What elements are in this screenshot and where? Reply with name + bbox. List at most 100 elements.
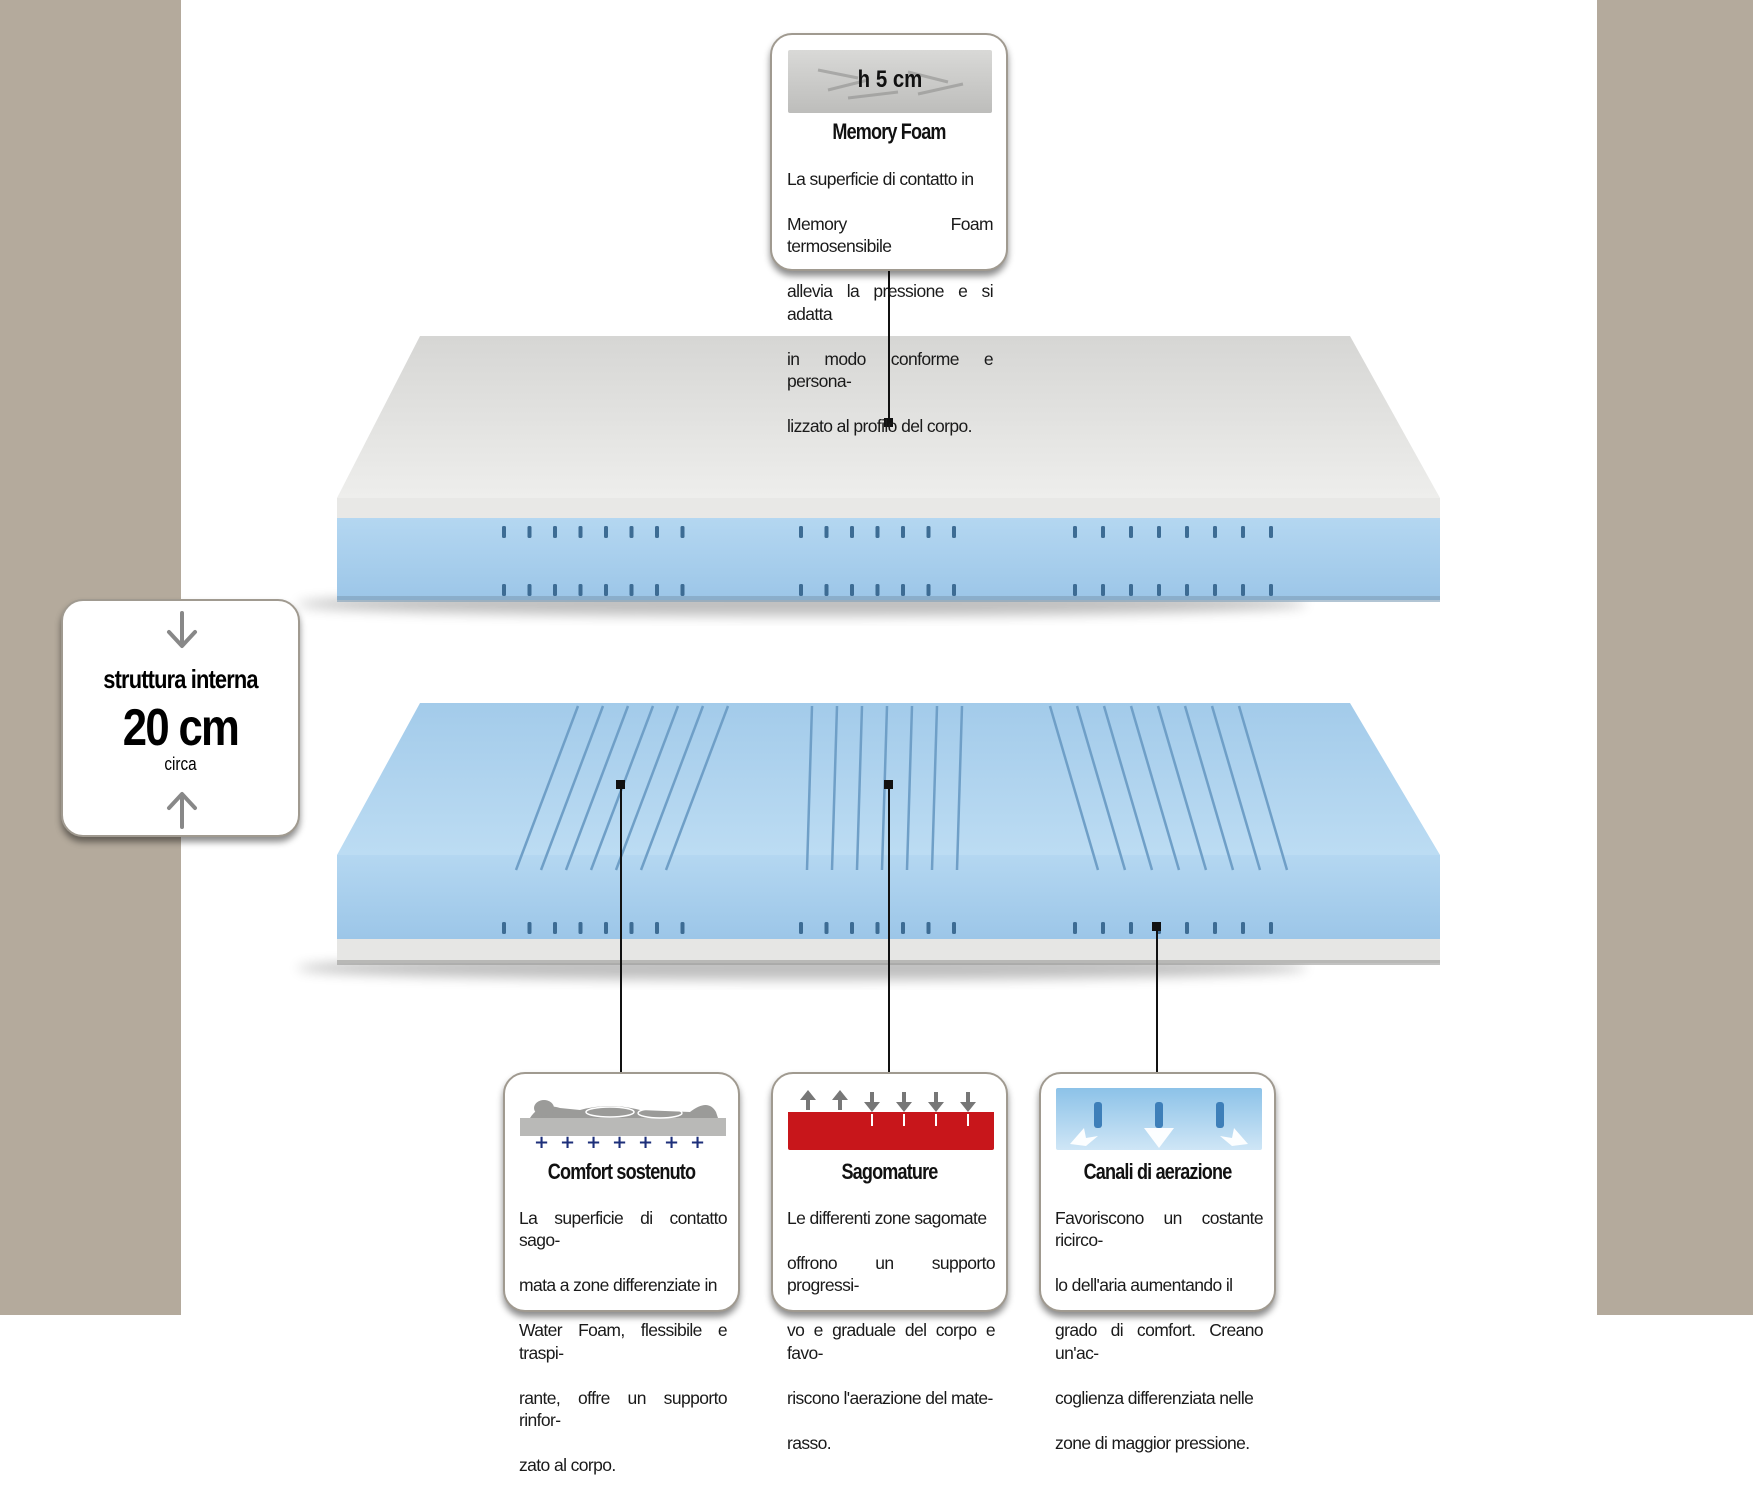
- ventilation-slit: [824, 526, 829, 538]
- ventilation-slit: [1129, 922, 1133, 934]
- ventilation-slit: [629, 526, 634, 538]
- sagomature-marker: [884, 780, 893, 789]
- ventilation-slit: [824, 584, 829, 596]
- comfort-marker: [616, 780, 625, 789]
- ventilation-slit: [1157, 584, 1161, 596]
- thickness-badge: h 5 cm: [857, 66, 923, 93]
- groove-line: [805, 705, 814, 871]
- ventilation-slit: [1269, 526, 1273, 538]
- memory-foam-description: La superficie di contatto in Memory Foam…: [787, 168, 994, 437]
- groove-line: [830, 705, 839, 871]
- svg-text:+: +: [664, 1132, 679, 1150]
- groove-line: [905, 705, 914, 871]
- comfort-leader: [620, 784, 622, 1074]
- comfort-card: + + + + + + + Comfort sostenuto La superfici…: [503, 1072, 740, 1475]
- canali-leader: [1156, 926, 1158, 1074]
- groove-line: [664, 705, 730, 871]
- sagomature-card: Sagomature Le differenti zone sagomate o…: [771, 1072, 1008, 1453]
- groove-line: [1156, 705, 1208, 871]
- ventilation-slit: [1073, 526, 1077, 538]
- ventilation-slit: [901, 922, 905, 934]
- ventilation-slit: [604, 526, 608, 538]
- ventilation-slit: [1241, 584, 1245, 596]
- ventilation-slit: [502, 922, 506, 934]
- ventilation-slit: [901, 526, 905, 538]
- ventilation-slit: [926, 526, 931, 538]
- ventilation-slit: [952, 922, 956, 934]
- groove-line: [539, 705, 605, 871]
- memory-foam-marker: [884, 418, 893, 427]
- canali-description: Favoriscono un costante ricirco- lo dell…: [1055, 1207, 1264, 1453]
- ventilation-slit: [1101, 922, 1105, 934]
- groove-line: [1183, 705, 1235, 871]
- ventilation-slit: [1241, 526, 1245, 538]
- svg-text:+: +: [586, 1132, 601, 1150]
- ventilation-slit: [655, 584, 659, 596]
- ventilation-slit: [629, 584, 634, 596]
- ventilation-slit: [850, 922, 854, 934]
- structure-value: 20 cm: [122, 699, 240, 757]
- svg-text:+: +: [534, 1132, 549, 1150]
- ventilation-slit: [926, 584, 931, 596]
- svg-text:+: +: [560, 1132, 575, 1150]
- groove-line: [1075, 705, 1127, 871]
- ventilation-slit: [1157, 526, 1161, 538]
- ventilation-slit: [527, 584, 532, 596]
- canali-marker: [1152, 922, 1161, 931]
- ventilation-slit: [875, 526, 880, 538]
- ventilation-slit: [952, 584, 956, 596]
- ventilation-slit: [1213, 526, 1217, 538]
- groove-line: [1237, 705, 1289, 871]
- comfort-description: La superficie di contatto sago- mata a z…: [519, 1207, 728, 1476]
- ventilation-slit: [952, 526, 956, 538]
- ventilation-slit: [527, 922, 532, 934]
- sagomature-title: Sagomature: [841, 1159, 938, 1184]
- airflow-icon: [1056, 1088, 1262, 1150]
- ventilation-slit: [1213, 584, 1217, 596]
- ventilation-slit: [875, 922, 880, 934]
- groove-line: [1210, 705, 1262, 871]
- ventilation-slit: [1185, 526, 1189, 538]
- comfort-title: Comfort sostenuto: [547, 1159, 696, 1184]
- ventilation-slit: [502, 584, 506, 596]
- body-on-mattress-icon: + + + + + + +: [520, 1088, 726, 1150]
- arrow-up-icon: [167, 792, 197, 829]
- ventilation-slit: [850, 526, 854, 538]
- ventilation-slit: [604, 584, 608, 596]
- ventilation-slit: [553, 922, 557, 934]
- groove-line: [1048, 705, 1100, 871]
- ventilation-slit: [1129, 584, 1133, 596]
- ventilation-slit: [1269, 584, 1273, 596]
- structure-note: circa: [164, 754, 197, 774]
- memory-foam-card: h 5 cm Memory Foam La superficie di cont…: [770, 33, 1008, 436]
- arrow-down-icon: [167, 611, 197, 648]
- ventilation-slit: [799, 584, 803, 596]
- ventilation-slit: [604, 922, 608, 934]
- groove-line: [614, 705, 680, 871]
- ventilation-slit: [1213, 922, 1217, 934]
- ventilation-slit: [1269, 922, 1273, 934]
- ventilation-slit: [553, 526, 557, 538]
- svg-text:+: +: [612, 1132, 627, 1150]
- sagomature-leader: [888, 784, 890, 1074]
- ventilation-slit: [680, 584, 685, 596]
- ventilation-slit: [680, 526, 685, 538]
- ventilation-slit: [1101, 584, 1105, 596]
- groove-line: [1102, 705, 1154, 871]
- groove-line: [514, 705, 580, 871]
- ventilation-slit: [680, 922, 685, 934]
- ventilation-slit: [655, 526, 659, 538]
- ventilation-slit: [1129, 526, 1133, 538]
- groove-line: [1129, 705, 1181, 871]
- ventilation-slit: [850, 584, 854, 596]
- ventilation-slit: [901, 584, 905, 596]
- ventilation-slit: [502, 526, 506, 538]
- structure-label: struttura interna: [103, 664, 258, 694]
- svg-text:+: +: [690, 1132, 705, 1150]
- svg-text:+: +: [638, 1132, 653, 1150]
- canali-title: Canali di aerazione: [1083, 1159, 1233, 1184]
- groove-line: [955, 705, 964, 871]
- ventilation-slit: [1185, 922, 1189, 934]
- ventilation-slit: [655, 922, 659, 934]
- groove-line: [564, 705, 630, 871]
